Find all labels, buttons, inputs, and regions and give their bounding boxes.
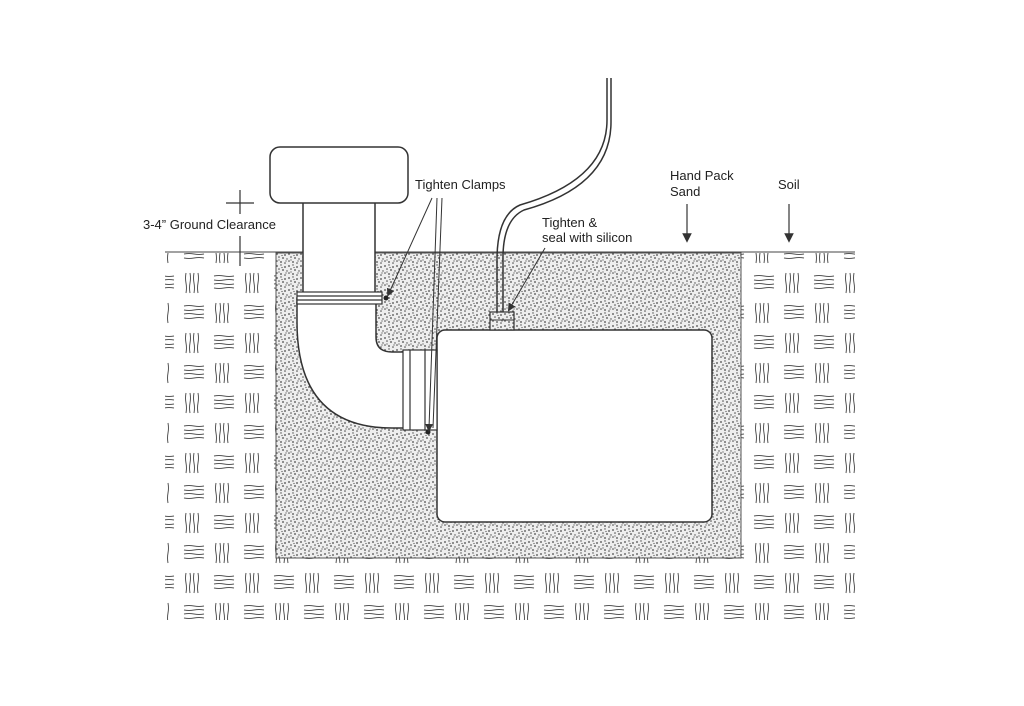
ground-clearance-label: 3-4” Ground Clearance <box>143 217 276 232</box>
vent-pipe <box>302 199 376 297</box>
hand-pack-label-2: Sand <box>670 184 700 199</box>
hand-pack-label-1: Hand Pack <box>670 168 734 183</box>
pipe-elbow <box>296 297 411 429</box>
clamp-arrow-3 <box>432 197 443 429</box>
tighten-seal-label-2: seal with silicon <box>542 230 632 245</box>
tank <box>436 329 713 523</box>
vent-cap <box>269 146 409 204</box>
ground-clearance-marker <box>226 190 254 266</box>
clamp-arrow-2 <box>425 197 438 432</box>
tighten-seal-label-1: Tighten & <box>542 215 597 230</box>
soil-label: Soil <box>778 177 800 192</box>
top-clamp <box>296 291 383 305</box>
clamp-screw-top <box>383 295 389 301</box>
tighten-clamps-label: Tighten Clamps <box>415 177 506 192</box>
seal-arrow <box>507 247 546 312</box>
power-cable <box>496 78 608 312</box>
cable-gland <box>489 311 515 331</box>
clamp-arrow-1 <box>387 197 433 297</box>
side-coupling <box>402 349 438 431</box>
clamp-screw-side <box>425 429 431 435</box>
